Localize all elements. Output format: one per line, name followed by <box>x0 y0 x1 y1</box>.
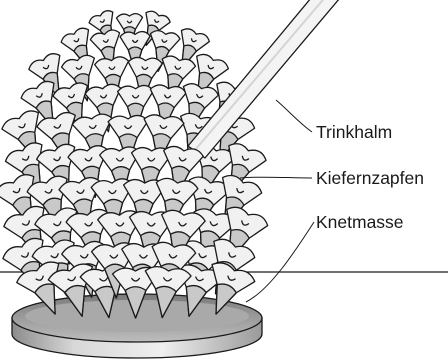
label-pinecone: Kiefernzapfen <box>316 168 424 188</box>
straw-leader-line <box>276 100 312 132</box>
pinecone-leader-line <box>240 177 312 178</box>
label-clay: Knetmasse <box>316 212 404 232</box>
label-straw: Trinkhalm <box>316 122 392 142</box>
